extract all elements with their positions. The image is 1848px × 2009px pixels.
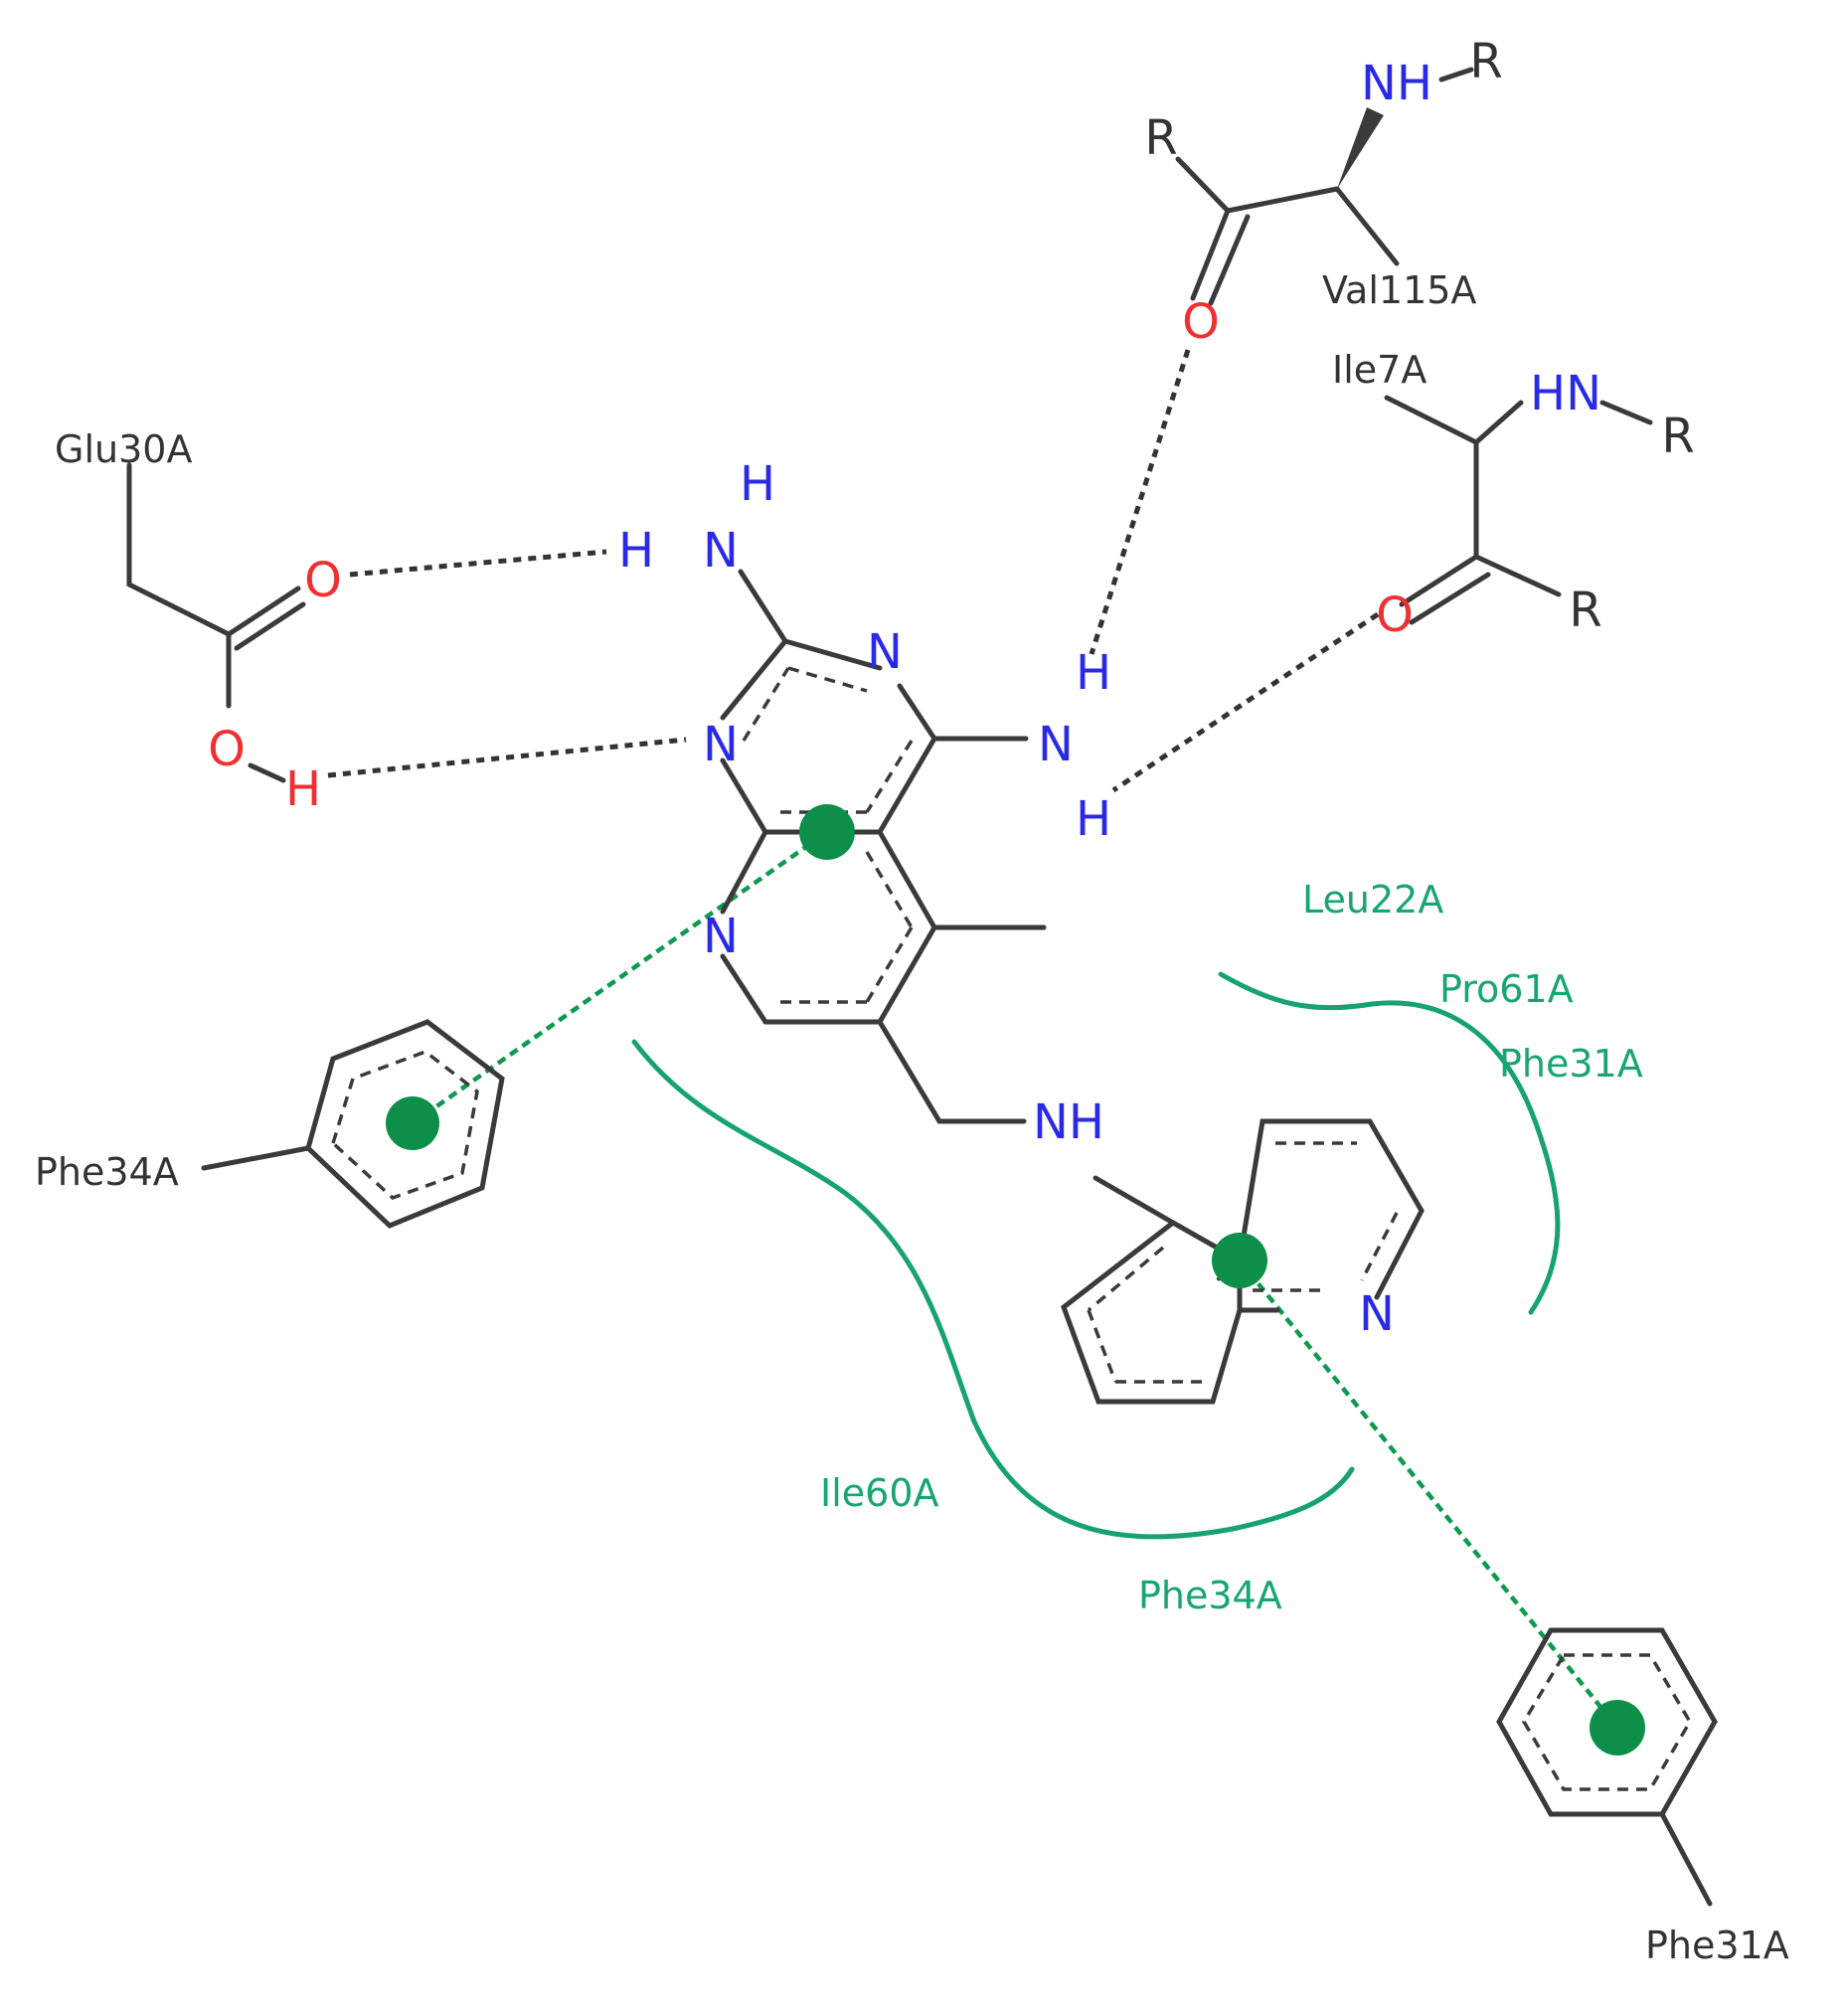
label-ile60: Ile60A — [820, 1471, 939, 1515]
residue-glu30 — [126, 462, 306, 783]
atom-h-hydroxyl-glu30: H — [285, 761, 321, 817]
atom-o-carbonyl-glu30: O — [304, 553, 342, 608]
atom-n-amine-right: N — [1038, 717, 1074, 772]
atom-labels: H H N N N N H N H NH N O O H O R NH R HN… — [208, 34, 1695, 1342]
atom-nh-linker: NH — [1033, 1094, 1104, 1150]
hydrophobic-labels: Leu22A Pro61A Phe31A Ile60A Phe34A — [820, 878, 1643, 1617]
hydrophobic-contacts — [631, 971, 1561, 1540]
atom-o-ile7: O — [1376, 587, 1414, 643]
label-leu22: Leu22A — [1302, 878, 1443, 921]
hbond-o-glu30-to-nh — [349, 549, 607, 578]
centroid-quinoline — [1212, 1233, 1267, 1288]
atom-r-val115-right: R — [1469, 34, 1502, 89]
atom-n-pyridine: N — [703, 909, 739, 964]
atom-n-quinoline: N — [1359, 1286, 1395, 1342]
atom-hn-ile7: HN — [1530, 366, 1601, 421]
ligand-quinoline — [1061, 1118, 1425, 1405]
atom-h-left: H — [618, 523, 654, 579]
atom-h-top: H — [740, 456, 775, 512]
atom-n-pyrimidine-1: N — [703, 717, 739, 772]
atom-n-pyrimidine-3: N — [867, 624, 903, 680]
label-phe34-left: Phe34A — [35, 1150, 179, 1194]
ligand-core — [720, 569, 1176, 1226]
label-pro61: Pro61A — [1439, 967, 1574, 1011]
label-glu30: Glu30A — [55, 427, 192, 471]
hbond-oh-glu30-to-n1 — [327, 737, 687, 778]
atom-o-hydroxyl-glu30: O — [208, 722, 246, 777]
pi-stack-quinoline-to-phe31 — [1238, 1258, 1619, 1730]
label-ile7: Ile7A — [1332, 348, 1427, 392]
residue-phe34-ring — [201, 1019, 505, 1229]
atom-nh-val115: NH — [1361, 56, 1432, 111]
hbond-o-val115-to-nh — [1089, 349, 1191, 655]
atom-h-lower-right: H — [1076, 791, 1111, 847]
label-val115: Val115A — [1322, 268, 1476, 312]
pi-interactions — [411, 830, 1619, 1730]
atom-n-amine: N — [703, 523, 739, 579]
atom-r-ile7-bottom: R — [1569, 583, 1601, 638]
label-phe31: Phe31A — [1499, 1042, 1643, 1086]
hydrophobic-arc-left — [631, 1039, 1355, 1540]
hydrogen-bonds — [327, 349, 1380, 793]
residue-ile7 — [1384, 395, 1653, 625]
centroid-pyridine — [799, 804, 855, 860]
atom-r-val115-left: R — [1144, 110, 1177, 166]
residue-labels: Glu30A Val115A Ile7A Phe34A Phe31A — [35, 268, 1789, 1967]
label-phe34: Phe34A — [1138, 1574, 1282, 1617]
hydrophobic-arc-right — [1218, 971, 1561, 1315]
atom-h-upper-right: H — [1076, 645, 1111, 701]
residue-phe31-ring — [1496, 1627, 1718, 1907]
wedge-bond-val115 — [1337, 107, 1384, 189]
centroid-phe31 — [1590, 1700, 1645, 1756]
centroid-phe34 — [386, 1096, 439, 1150]
atom-o-val115: O — [1182, 294, 1220, 350]
hbond-o-ile7-to-nh — [1111, 611, 1380, 793]
atom-r-ile7-top: R — [1661, 409, 1694, 464]
residue-val115 — [1175, 67, 1474, 306]
pi-stack-phe34-to-pyridine — [411, 830, 829, 1125]
centroids — [386, 804, 1645, 1756]
label-phe31-bottom: Phe31A — [1645, 1924, 1789, 1967]
